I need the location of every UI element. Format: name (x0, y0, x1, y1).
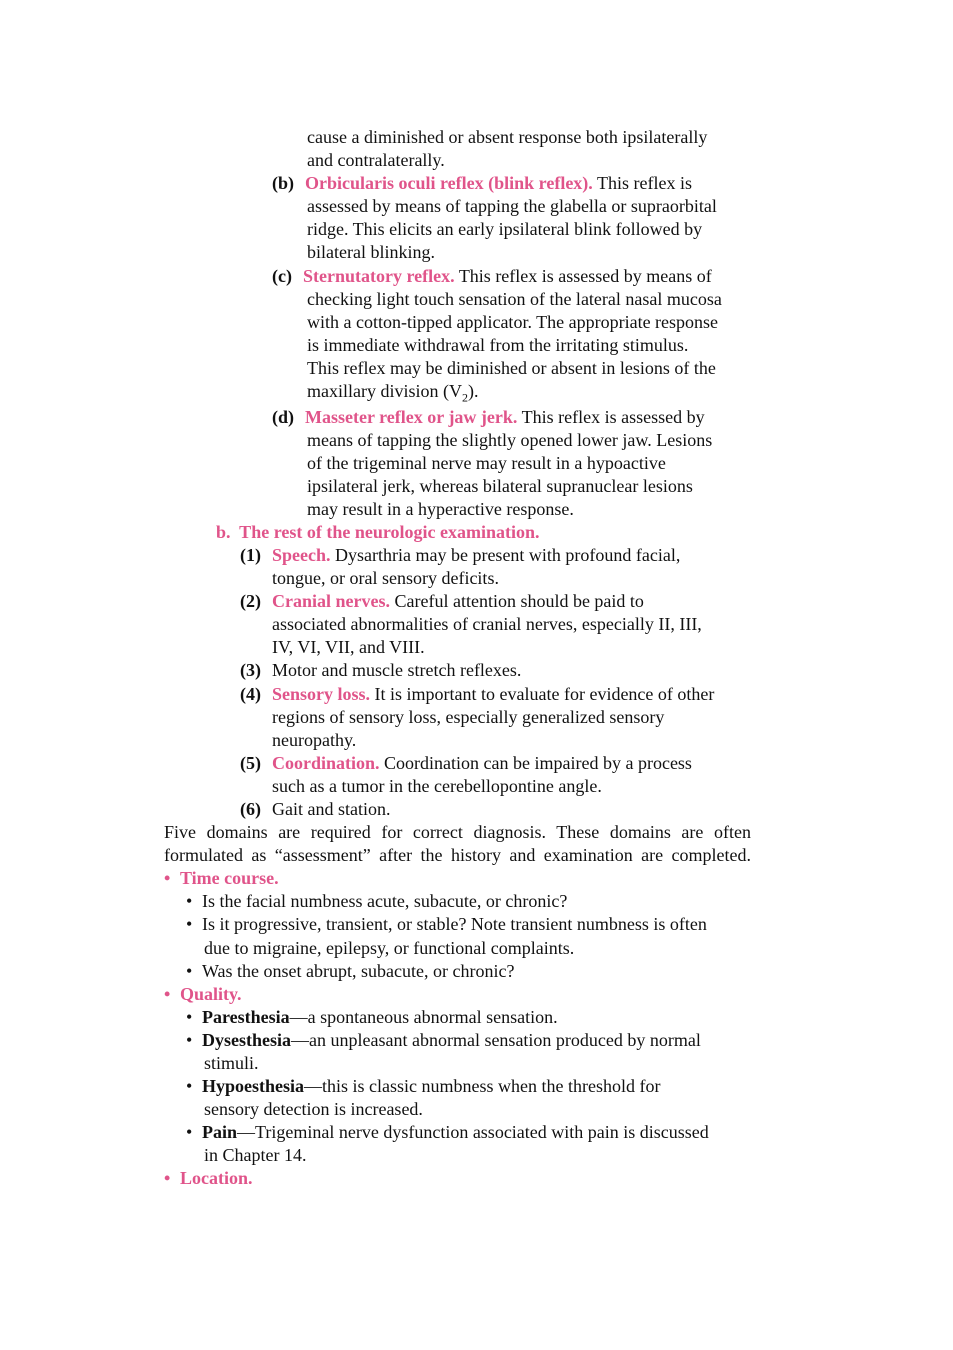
text-line: neuropathy. (272, 730, 357, 750)
paragraph-line: Five domains are required for correct di… (164, 822, 751, 842)
domain-heading: Time course. (180, 868, 279, 888)
item-number: (d) (272, 407, 294, 427)
item-number: (3) (240, 660, 261, 680)
text-line: of the trigeminal nerve may result in a … (307, 453, 666, 473)
text-run: This reflex is (597, 173, 692, 193)
bullet-icon: • (186, 1030, 193, 1050)
bullet-icon: • (164, 984, 171, 1004)
item-heading: Speech. (272, 545, 331, 565)
domain-heading: Location. (180, 1168, 253, 1188)
item-number: (4) (240, 684, 261, 704)
item-heading: Sensory loss. (272, 684, 371, 704)
bullet-icon: • (186, 914, 193, 934)
reflex-heading: Orbicularis oculi reflex (blink reflex). (305, 173, 593, 193)
bullet-icon: • (186, 1007, 193, 1027)
text-run: —a spontaneous abnormal sensation. (289, 1007, 558, 1027)
text-run: —Trigeminal nerve dysfunction associated… (237, 1122, 709, 1142)
text-line: regions of sensory loss, especially gene… (272, 707, 665, 727)
item-number: (5) (240, 753, 261, 773)
text-run: ). (467, 381, 479, 401)
text-run: This reflex is assessed by (521, 407, 705, 427)
paragraph-line: formulated as “assessment” after the his… (164, 845, 751, 865)
text-line: stimuli. (204, 1053, 259, 1073)
text-run: This reflex is assessed by means of (458, 266, 712, 286)
item-coordination: Coordination. Coordination can be impair… (272, 752, 692, 775)
text-line: such as a tumor in the cerebellopontine … (272, 776, 602, 796)
text-line: and contralaterally. (307, 150, 445, 170)
bullet-icon: • (186, 1122, 193, 1142)
list-item: Hypoesthesia—this is classic numbness wh… (202, 1075, 660, 1098)
text-line: with a cotton-tipped applicator. The app… (307, 312, 719, 332)
subscript: 2 (461, 390, 468, 405)
list-item: Dysesthesia—an unpleasant abnormal sensa… (202, 1029, 701, 1052)
text-line: due to migraine, epilepsy, or functional… (204, 938, 575, 958)
reflex-heading: Masseter reflex or jaw jerk. (305, 407, 518, 427)
text-line: Motor and muscle stretch reflexes. (272, 660, 522, 680)
text-run: —this is classic numbness when the thres… (304, 1076, 661, 1096)
reflex-c: Sternutatory reflex. This reflex is asse… (303, 265, 712, 288)
item-heading: Coordination. (272, 753, 380, 773)
text-line: assessed by means of tapping the glabell… (307, 196, 717, 216)
bullet-icon: • (186, 961, 193, 981)
bullet-icon: • (164, 868, 171, 888)
text-line: means of tapping the slightly opened low… (307, 430, 713, 450)
text-line: bilateral blinking. (307, 242, 435, 262)
reflex-b: Orbicularis oculi reflex (blink reflex).… (305, 172, 692, 195)
item-speech: Speech. Dysarthria may be present with p… (272, 544, 680, 567)
text-run: Careful attention should be paid to (394, 591, 644, 611)
bullet-icon: • (186, 1076, 193, 1096)
list-item: Paresthesia—a spontaneous abnormal sensa… (202, 1006, 558, 1029)
text-run: maxillary division (V (307, 381, 462, 401)
item-number: (c) (272, 266, 292, 286)
text-run: Dysarthria may be present with profound … (335, 545, 681, 565)
list-item: Is the facial numbness acute, subacute, … (202, 891, 568, 911)
text-line: ipsilateral jerk, whereas bilateral supr… (307, 476, 693, 496)
list-item: Was the onset abrupt, subacute, or chron… (202, 961, 515, 981)
text-line: sensory detection is increased. (204, 1099, 423, 1119)
reflex-heading: Sternutatory reflex. (303, 266, 455, 286)
text-line: ridge. This elicits an early ipsilateral… (307, 219, 703, 239)
section-heading: b. The rest of the neurologic examinatio… (216, 522, 540, 542)
item-heading: Cranial nerves. (272, 591, 390, 611)
list-item: Is it progressive, transient, or stable?… (202, 914, 707, 934)
item-sensory-loss: Sensory loss. It is important to evaluat… (272, 683, 714, 706)
domain-heading: Quality. (180, 984, 242, 1004)
term: Pain (202, 1122, 238, 1142)
item-cranial-nerves: Cranial nerves. Careful attention should… (272, 590, 644, 613)
item-number: (2) (240, 591, 261, 611)
text-line: IV, VI, VII, and VIII. (272, 637, 425, 657)
bullet-icon: • (186, 891, 193, 911)
item-number: (1) (240, 545, 261, 565)
text-line: checking light touch sensation of the la… (307, 289, 722, 309)
text-run: It is important to evaluate for evidence… (374, 684, 715, 704)
text-line: in Chapter 14. (204, 1145, 307, 1165)
text-line: maxillary division (V2). (307, 380, 479, 405)
list-item: Pain—Trigeminal nerve dysfunction associ… (202, 1121, 709, 1144)
bullet-icon: • (164, 1168, 171, 1188)
term: Hypoesthesia (202, 1076, 305, 1096)
text-line: is immediate withdrawal from the irritat… (307, 335, 689, 355)
reflex-d: Masseter reflex or jaw jerk. This reflex… (305, 406, 705, 429)
item-number: (b) (272, 173, 294, 193)
paragraph: Five domains are required for correct di… (164, 821, 751, 867)
text-line: may result in a hyperactive response. (307, 499, 574, 519)
text-run: —an unpleasant abnormal sensation produc… (291, 1030, 701, 1050)
term: Dysesthesia (202, 1030, 291, 1050)
term: Paresthesia (202, 1007, 290, 1027)
text-line: Gait and station. (272, 799, 391, 819)
text-line: This reflex may be diminished or absent … (307, 358, 716, 378)
text-line: associated abnormalities of cranial nerv… (272, 614, 702, 634)
item-number: (6) (240, 799, 261, 819)
text-line: cause a diminished or absent response bo… (307, 127, 708, 147)
text-line: tongue, or oral sensory deficits. (272, 568, 499, 588)
text-run: Coordination can be impaired by a proces… (384, 753, 692, 773)
